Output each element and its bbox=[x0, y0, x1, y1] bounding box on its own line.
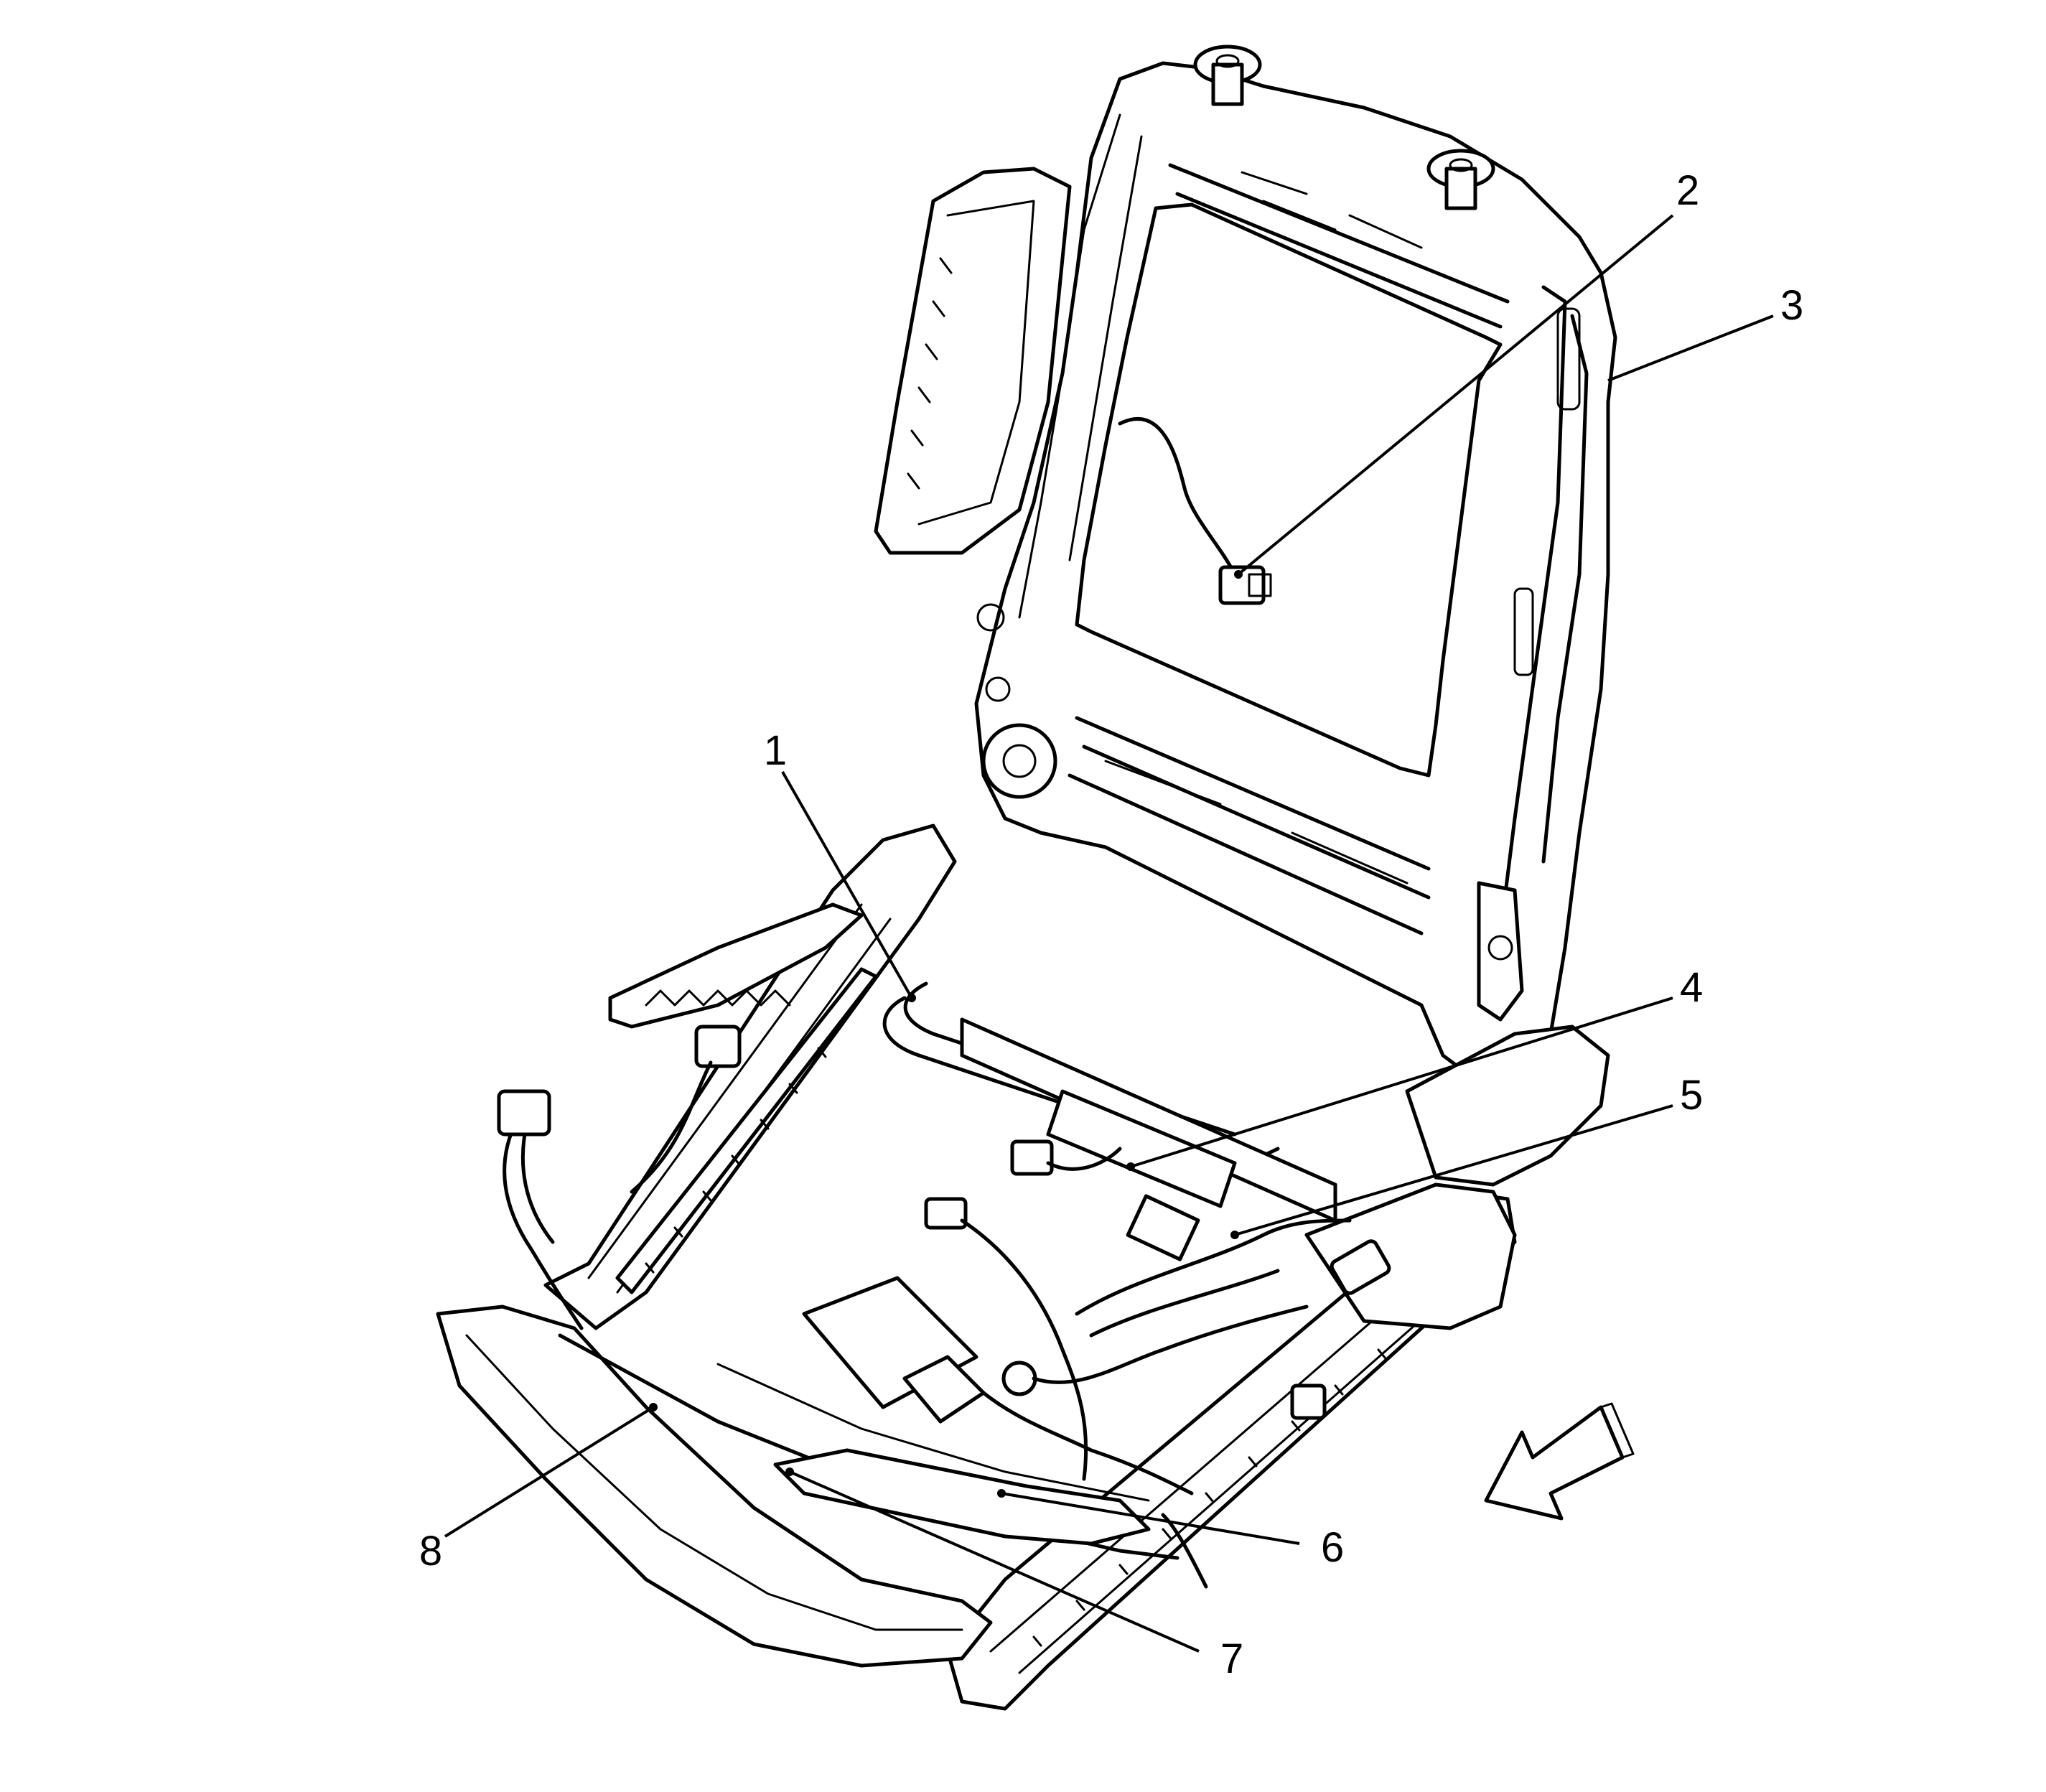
callout-7: 7 bbox=[1220, 1635, 1243, 1682]
callout-2-leader bbox=[1237, 214, 1674, 576]
callout-3-leader bbox=[1607, 314, 1774, 382]
callout-5: 5 bbox=[1680, 1072, 1703, 1119]
seat-cushion-harness bbox=[497, 1025, 1391, 1589]
callout-8-leader bbox=[444, 1406, 655, 1538]
callout-6: 6 bbox=[1321, 1524, 1344, 1571]
callout-1-leader bbox=[781, 771, 913, 999]
seat-back-frame bbox=[874, 61, 1617, 1108]
callout-3: 3 bbox=[1780, 282, 1803, 329]
forward-direction-arrow-icon bbox=[1484, 1402, 1635, 1521]
callout-7-leader bbox=[789, 1470, 1200, 1653]
seat-cushion-frame bbox=[436, 823, 1610, 1711]
headrest-guides bbox=[1193, 45, 1495, 210]
callouts: 1 2 3 4 5 6 7 8 bbox=[419, 167, 1803, 1682]
callout-5-leader bbox=[1234, 1104, 1673, 1236]
callout-4-leader bbox=[1130, 997, 1673, 1168]
callout-4: 4 bbox=[1680, 964, 1703, 1011]
seat-back-harness bbox=[1118, 416, 1272, 605]
callout-8: 8 bbox=[419, 1528, 442, 1574]
callout-2: 2 bbox=[1676, 167, 1699, 214]
callout-1: 1 bbox=[764, 727, 787, 774]
callout-6-leader bbox=[1001, 1492, 1300, 1545]
